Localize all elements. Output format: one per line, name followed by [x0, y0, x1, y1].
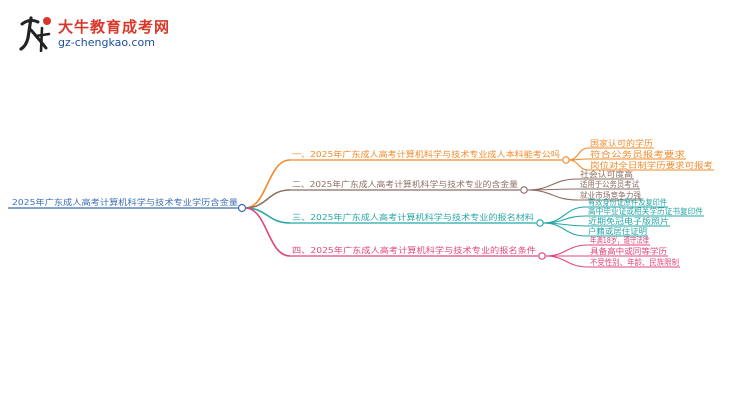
branch-2-leaf-1-label: 社会认可度高 — [580, 169, 633, 179]
branch-4-label: 四、2025年广东成人高考计算机科学与技术专业的报名条件 — [292, 245, 536, 255]
branch-1-leaf-1-edge — [568, 147, 589, 161]
branch-2-connector — [520, 186, 528, 194]
branch-1-edge — [244, 159, 291, 209]
root-node-connector — [237, 203, 247, 213]
branch-4-leaf-1-edge — [544, 244, 589, 257]
logo-url: gz-chengkao.com — [58, 36, 155, 49]
branch-2-leaf-1-edge — [526, 178, 579, 191]
branch-1-leaf-3-edge — [568, 159, 589, 171]
branch-3-connector — [536, 219, 544, 227]
branch-4-leaf-3-edge — [544, 255, 589, 268]
branch-2-edge — [244, 189, 291, 209]
branch-3-leaf-2-label: 高中毕业证或相关学历证书复印件 — [588, 206, 703, 216]
branch-4-connector — [538, 252, 546, 260]
mind-map-edges — [8, 147, 714, 268]
branch-4-leaf-2-label: 具备高中或同等学历 — [590, 246, 667, 256]
branch-1-leaf-1-label: 国家认可的学历 — [590, 138, 653, 148]
site-logo[interactable]: 大牛教育成考网 gz-chengkao.com — [18, 14, 171, 56]
mind-map-nodes: 2025年广东成人高考计算机科学与技术专业学历含金量 一、2025年广东成人高考计… — [12, 138, 713, 267]
branch-3-leaf-4-edge — [542, 222, 587, 237]
branch-1-label: 一、2025年广东成人高考计算机科学与技术专业成人本科能考公吗 — [292, 149, 560, 159]
branch-2-leaf-3-edge — [526, 189, 579, 201]
branch-1-connector — [562, 156, 570, 164]
branch-1-leaf-3-label: 岗位对全日制学历要求可报考 — [590, 160, 713, 170]
branch-3-label: 三、2025年广东成人高考计算机科学与技术专业的报名材料 — [292, 212, 534, 222]
ox-calligraphy-icon — [19, 16, 51, 52]
branch-2-leaf-2-label: 适用于公务员考试 — [580, 179, 639, 189]
branch-4-leaf-3-label: 不受性别、年龄、民族限制 — [590, 257, 679, 267]
branch-4-leaf-1-label: 年满18岁，遵守法律 — [590, 235, 649, 245]
branch-3-leaf-1-label: 有效身份证原件及复印件 — [588, 197, 667, 207]
root-node-label: 2025年广东成人高考计算机科学与技术专业学历含金量 — [12, 197, 238, 207]
branch-3-leaf-4-label: 户籍或居住证明 — [588, 226, 647, 236]
logo-title: 大牛教育成考网 — [58, 18, 171, 36]
branch-3-leaf-1-edge — [542, 206, 587, 224]
branch-3-leaf-3-label: 近期免冠电子版照片 — [588, 216, 669, 226]
branch-4-edge — [244, 207, 291, 257]
branch-1-leaf-2-label: 符合公务员报考要求 — [590, 149, 685, 159]
branch-2-leaf-3-label: 就业市场竞争力强 — [580, 190, 641, 200]
branch-2-label: 二、2025年广东成人高考计算机科学与技术专业的含金量 — [292, 179, 518, 189]
